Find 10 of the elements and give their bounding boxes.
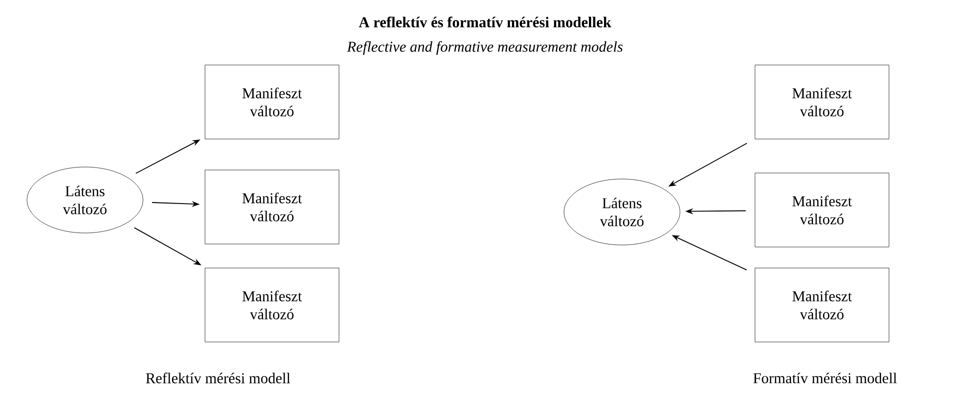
- model-caption: Formatív mérési modell: [753, 372, 897, 384]
- manifest-variable-box: Manifeszt változó: [204, 170, 340, 244]
- subtitle: Reflective and formative measurement models: [346, 41, 623, 55]
- manifest-variable-box: Manifeszt változó: [204, 64, 340, 140]
- manifest-variable-box: Manifeszt változó: [754, 268, 890, 342]
- title: A reflektív és formatív mérési modellek: [358, 16, 612, 28]
- model-caption: Reflektív mérési modell: [146, 372, 290, 384]
- manifest-variable-box: Manifeszt változó: [204, 268, 340, 342]
- manifest-variable-box: Manifeszt változó: [754, 64, 890, 140]
- manifest-variable-box: Manifeszt változó: [754, 172, 890, 248]
